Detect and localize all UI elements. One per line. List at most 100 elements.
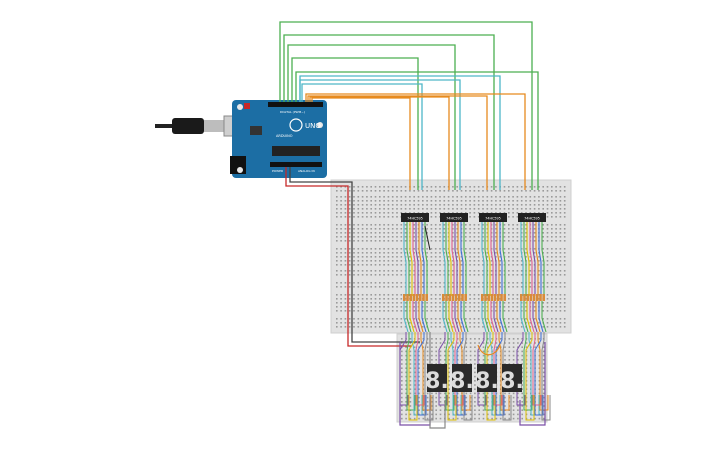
breadboard-hole — [517, 417, 519, 420]
breadboard-hole — [413, 240, 415, 242]
breadboard-hole — [538, 256, 540, 258]
breadboard-hole — [448, 359, 450, 361]
breadboard-hole — [452, 306, 454, 308]
breadboard-hole — [430, 248, 433, 250]
shift-register-chip[interactable] — [440, 213, 468, 222]
breadboard-hole — [344, 224, 347, 226]
display-digit: 8. — [475, 369, 499, 394]
breadboard-hole — [348, 236, 351, 238]
breadboard-hole — [404, 186, 407, 188]
breadboard-hole — [460, 212, 463, 214]
breadboard-hole — [516, 270, 519, 272]
breadboard-hole — [401, 413, 403, 416]
breadboard-hole — [452, 224, 454, 226]
seven-segment-display-2[interactable]: 8. — [450, 364, 474, 394]
seven-segment-display-3[interactable]: 8. — [475, 364, 499, 394]
breadboard-hole — [430, 216, 433, 218]
arduino-uno-board[interactable]: UNO ARDUINO DIGITAL (PWM~) ANALOG IN POW… — [230, 100, 327, 178]
breadboard-hole — [340, 224, 342, 226]
breadboard-hole — [499, 264, 501, 266]
breadboard-hole — [508, 228, 510, 230]
breadboard-hole — [477, 326, 480, 328]
breadboard-hole — [456, 409, 459, 411]
wire — [498, 332, 510, 411]
breadboard-hole — [517, 392, 519, 395]
breadboard-hole — [409, 274, 411, 276]
breadboard-hole — [469, 322, 471, 324]
shift-register-chip[interactable] — [401, 213, 429, 222]
shift-register-chip[interactable] — [479, 213, 507, 222]
breadboard-hole — [379, 260, 381, 262]
chip-label: 74HC595 — [407, 217, 423, 221]
breadboard-hole — [559, 196, 562, 198]
breadboard-hole — [456, 224, 458, 226]
breadboard-hole — [563, 298, 566, 300]
breadboard-hole — [533, 302, 536, 304]
wire — [526, 222, 530, 296]
breadboard-hole — [405, 371, 407, 374]
breadboard-hole — [443, 318, 446, 320]
breadboard-hole — [486, 298, 489, 300]
breadboard-hole — [551, 204, 553, 206]
breadboard-hole — [490, 326, 493, 328]
wire — [541, 301, 547, 333]
shift-register-4[interactable]: 74HC595 — [518, 213, 547, 333]
breadboard-hole — [409, 196, 411, 198]
shift-register-chip[interactable] — [518, 213, 546, 222]
wire — [412, 222, 416, 296]
breadboard-hole — [409, 286, 411, 288]
breadboard-hole — [336, 204, 338, 206]
breadboard-hole — [430, 270, 433, 272]
breadboard-hole — [546, 228, 549, 230]
breadboard-hole — [452, 417, 455, 420]
breadboard-hole — [495, 204, 497, 206]
shift-register-1[interactable]: 74HC595 — [401, 213, 430, 333]
breadboard-hole — [348, 252, 351, 254]
breadboard-hole — [486, 322, 489, 324]
reset-button[interactable] — [244, 103, 250, 109]
breadboard-hole — [469, 417, 472, 420]
breadboard-hole — [370, 322, 372, 324]
seven-segment-display-1[interactable]: 8. — [425, 364, 449, 394]
breadboard-hole — [396, 306, 398, 308]
breadboard-hole — [418, 413, 420, 416]
breadboard-hole — [516, 186, 519, 188]
breadboard-hole — [546, 270, 549, 272]
breadboard-hole — [447, 212, 450, 214]
breadboard-hole — [439, 212, 441, 214]
breadboard-hole — [443, 186, 446, 188]
breadboard-hole — [456, 405, 459, 407]
breadboard-hole — [383, 216, 385, 218]
breadboard-hole — [447, 270, 450, 272]
shift-register-2[interactable]: 74HC595 — [440, 213, 469, 333]
breadboard-hole — [508, 274, 510, 276]
breadboard-hole — [344, 306, 347, 308]
breadboard-hole — [551, 190, 553, 192]
breadboard-hole — [486, 236, 489, 238]
breadboard-hole — [555, 190, 557, 192]
breadboard-hole — [361, 294, 364, 296]
shift-register-3[interactable]: 74HC595 — [479, 213, 508, 333]
wire — [490, 301, 496, 333]
breadboard-hole — [422, 274, 424, 276]
breadboard-hole — [482, 359, 485, 361]
wire — [484, 222, 488, 296]
breadboard-hole — [482, 405, 485, 407]
breadboard-hole — [477, 240, 480, 242]
seven-segment-display-4[interactable]: 8. — [500, 364, 524, 394]
breadboard-hole — [340, 240, 342, 242]
breadboard-hole — [551, 252, 553, 254]
breadboard-hole — [439, 196, 441, 198]
breadboard-hole — [439, 342, 442, 344]
breadboard-hole — [469, 260, 471, 262]
wire — [520, 301, 526, 333]
breadboard-hole — [344, 326, 347, 328]
breadboard-hole — [400, 322, 403, 324]
display-body — [427, 364, 447, 392]
breadboard-hole — [426, 354, 429, 357]
wire-orange — [305, 93, 526, 190]
breadboard-hole — [387, 286, 390, 288]
breadboard-hole — [409, 264, 411, 266]
breadboard-hole — [520, 286, 523, 288]
wire — [487, 301, 493, 333]
